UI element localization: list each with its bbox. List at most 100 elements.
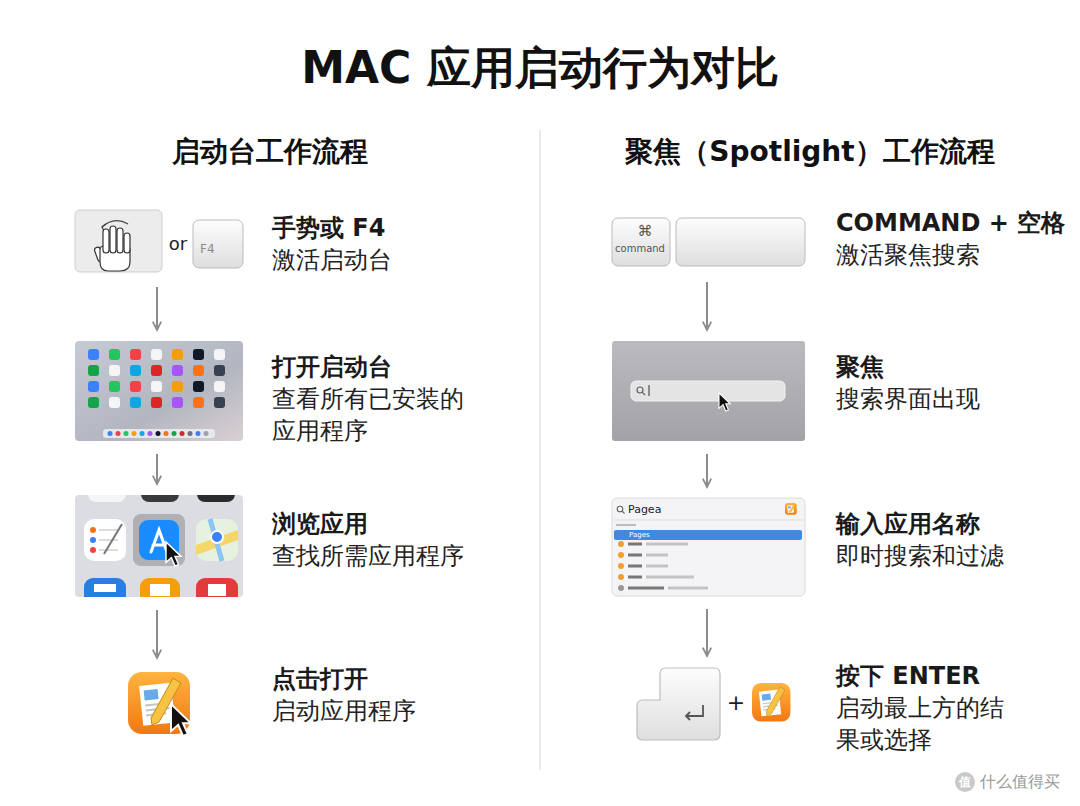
illustration-part [103,229,109,253]
illustration-text: ⌘ [630,222,660,240]
illustration-part [103,429,215,438]
column-heading: 聚焦（Spotlight）工作流程 [540,132,1080,172]
illustration-part [628,554,642,557]
illustration-part [612,341,805,441]
illustration-part [622,511,625,514]
illustration-text: F4 [200,242,230,256]
illustration-part [188,431,193,436]
step-description: 即时搜索和过滤 [836,540,1071,572]
illustration-part [99,539,118,541]
illustration-part [90,527,96,533]
illustration-part [75,210,162,272]
illustration-part [686,712,690,720]
step-description: 启动应用程序 [272,695,490,727]
illustration-part [211,531,223,543]
illustration-part [646,554,668,557]
illustration-part [88,495,126,502]
illustration-part [75,341,243,441]
illustration-part [94,584,116,592]
flow-step: 按下 ENTER启动最上方的结 果或选择 [610,666,1070,742]
illustration-part [612,498,805,596]
illustration-text: + [726,690,746,716]
illustration-part [616,524,636,526]
illustration-part [618,563,624,569]
step-heading: 手势或 F4 [272,212,490,244]
step-description: 激活启动台 [272,244,490,276]
flow-arrow [156,454,158,484]
column-divider [539,130,541,770]
f4-key [193,220,243,268]
illustration-part [141,495,179,502]
space-key [676,218,805,266]
step-text: 浏览应用查找所需应用程序 [272,508,490,572]
illustration-part [99,549,118,551]
illustration-part [208,584,226,596]
step-heading: 输入应用名称 [836,508,1071,540]
illustration-part [614,520,803,521]
illustration-part [180,431,185,436]
flow-step: 手势或 F4激活启动台 [70,205,490,275]
illustration-part [150,584,170,596]
illustration-part [618,585,624,591]
diagram-title: MAC 应用启动行为对比 [0,40,1080,96]
browse-apps-screenshot [75,495,243,597]
illustration-part [628,587,664,590]
illustration-part [151,530,167,552]
step-text: COMMAND + 空格激活聚焦搜索 [836,207,1071,271]
step-heading: 聚焦 [836,351,1071,383]
flow-arrow [706,609,708,656]
spotlight-results-window [612,498,805,596]
illustration-part [90,547,96,553]
illustration-part [116,431,121,436]
illustration-part [719,393,730,411]
step-text: 输入应用名称即时搜索和过滤 [836,508,1071,572]
step-text: 打开启动台查看所有已安装的 应用程序 [272,351,490,447]
flow-step: 点击打开启动应用程序 [70,668,490,738]
step-description: 启动最上方的结 果或选择 [836,692,1071,756]
flow-arrow [156,610,158,658]
command-key [612,218,670,266]
step-text: 手势或 F4激活启动台 [272,212,490,276]
illustration-part [156,431,161,436]
illustration-part [637,387,643,393]
illustration-part [649,385,650,396]
illustration-part [197,495,235,502]
illustration-part [140,431,145,436]
illustration-text: Pagea [628,503,688,516]
watermark: 什么值得买 [980,772,1080,792]
illustration-part [628,565,642,568]
illustration-part [785,503,797,515]
illustration-part [642,392,645,395]
illustration-part [628,576,642,579]
illustration-part [133,514,185,566]
column-heading: 启动台工作流程 [0,132,540,172]
illustration-part [90,537,96,543]
step-heading: 打开启动台 [272,351,490,383]
illustration-part [84,578,126,597]
illustration-part [110,226,116,253]
illustration-text: or [164,233,192,255]
step-heading: 浏览应用 [272,508,490,540]
launchpad-screenshot [75,341,243,441]
step-description: 搜索界面出现 [836,383,1071,415]
illustration-part [646,543,688,546]
illustration-part [614,530,802,540]
flow-arrow [706,282,708,330]
step-heading: 点击打开 [272,663,490,695]
illustration-part [617,506,623,512]
flow-step: 打开启动台查看所有已安装的 应用程序 [70,340,490,442]
illustration-part [618,552,624,558]
step-description: 激活聚焦搜索 [836,239,1071,271]
illustration-part [99,529,118,531]
illustration-part [631,381,785,401]
step-description: 查看所有已安装的 应用程序 [272,383,490,447]
trackpad-gesture [75,210,162,272]
step-heading: 按下 ENTER [836,660,1071,692]
flow-step: COMMAND + 空格激活聚焦搜索 [610,215,1070,270]
illustration-part [166,542,181,566]
illustration-part [148,431,153,436]
illustration-part [196,578,238,597]
step-text: 按下 ENTER启动最上方的结 果或选择 [836,660,1071,756]
illustration-part [646,576,694,579]
